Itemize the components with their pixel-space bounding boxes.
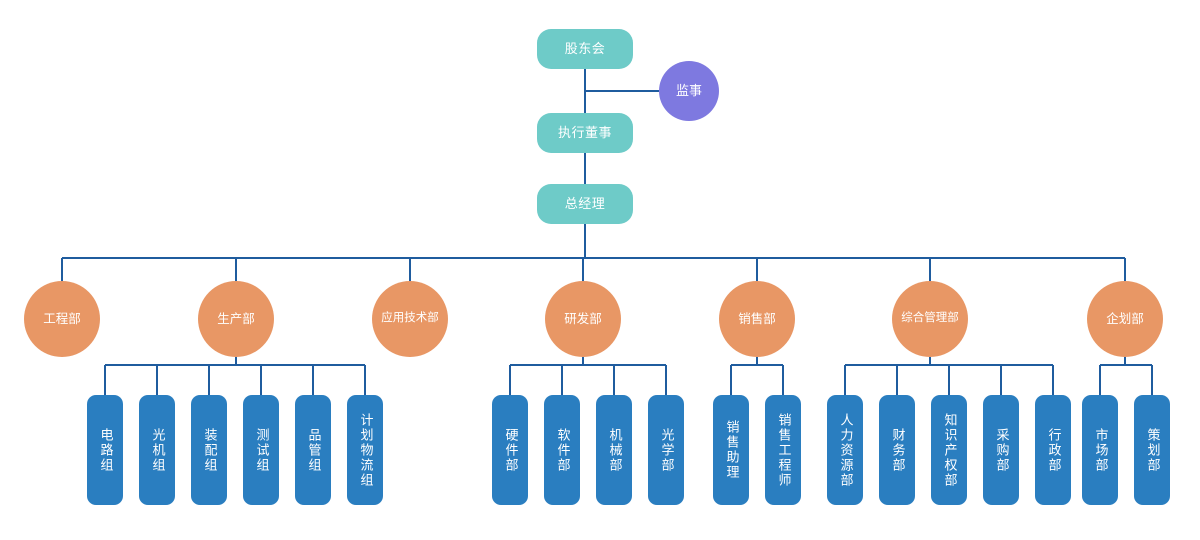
- node-department-general-management[interactable]: 综合管理部: [892, 281, 968, 357]
- node-unit-marketing-dept[interactable]: 市场部: [1082, 395, 1118, 505]
- node-department-rnd-label: 研发部: [564, 311, 602, 326]
- node-unit-finance-dept-label: 财务部: [890, 427, 906, 473]
- node-shareholders[interactable]: 股东会: [537, 29, 633, 69]
- node-department-engineering[interactable]: 工程部: [24, 281, 100, 357]
- node-department-application-technology-label: 应用技术部: [381, 312, 439, 325]
- node-unit-software-dept[interactable]: 软件部: [544, 395, 580, 505]
- node-executive-director[interactable]: 执行董事: [537, 113, 633, 153]
- node-unit-assembly-group[interactable]: 装配组: [191, 395, 227, 505]
- node-supervisor[interactable]: 监事: [659, 61, 719, 121]
- node-unit-sales-assistant-label: 销售助理: [724, 420, 740, 480]
- node-unit-intellectual-property-dept-label: 知识产权部: [942, 412, 958, 488]
- node-department-planning[interactable]: 企划部: [1087, 281, 1163, 357]
- node-unit-hardware-dept[interactable]: 硬件部: [492, 395, 528, 505]
- node-unit-sales-engineer[interactable]: 销售工程师: [765, 395, 801, 505]
- node-unit-sales-engineer-label: 销售工程师: [776, 412, 792, 488]
- node-unit-human-resources-dept[interactable]: 人力资源部: [827, 395, 863, 505]
- node-unit-optomechanical-group-label: 光机组: [150, 427, 166, 473]
- node-unit-testing-group[interactable]: 测试组: [243, 395, 279, 505]
- node-unit-optomechanical-group[interactable]: 光机组: [139, 395, 175, 505]
- node-executive-director-label: 执行董事: [557, 124, 612, 140]
- node-unit-optics-dept-label: 光学部: [659, 427, 675, 473]
- node-unit-administration-dept-label: 行政部: [1046, 427, 1062, 473]
- node-unit-circuit-group[interactable]: 电路组: [87, 395, 123, 505]
- node-department-planning-label: 企划部: [1106, 311, 1144, 326]
- node-department-rnd[interactable]: 研发部: [545, 281, 621, 357]
- node-unit-procurement-dept[interactable]: 采购部: [983, 395, 1019, 505]
- node-unit-software-dept-label: 软件部: [555, 427, 571, 473]
- node-unit-procurement-dept-label: 采购部: [994, 427, 1010, 473]
- node-unit-circuit-group-label: 电路组: [98, 427, 114, 473]
- node-unit-mechanical-dept-label: 机械部: [607, 427, 623, 473]
- node-unit-administration-dept[interactable]: 行政部: [1035, 395, 1071, 505]
- node-department-sales-label: 销售部: [738, 311, 776, 326]
- node-unit-quality-group-label: 品管组: [306, 427, 322, 473]
- node-unit-mechanical-dept[interactable]: 机械部: [596, 395, 632, 505]
- node-shareholders-label: 股东会: [564, 40, 606, 56]
- node-department-production[interactable]: 生产部: [198, 281, 274, 357]
- node-department-general-management-label: 综合管理部: [901, 312, 959, 325]
- node-unit-quality-group[interactable]: 品管组: [295, 395, 331, 505]
- node-unit-assembly-group-label: 装配组: [202, 427, 218, 473]
- node-department-engineering-label: 工程部: [43, 311, 81, 326]
- node-department-sales[interactable]: 销售部: [719, 281, 795, 357]
- node-department-application-technology[interactable]: 应用技术部: [372, 281, 448, 357]
- node-unit-human-resources-dept-label: 人力资源部: [838, 412, 854, 488]
- node-unit-strategy-dept-label: 策划部: [1145, 427, 1161, 473]
- node-general-manager-label: 总经理: [564, 195, 606, 211]
- node-supervisor-label: 监事: [675, 82, 702, 98]
- node-department-production-label: 生产部: [217, 311, 255, 326]
- node-unit-optics-dept[interactable]: 光学部: [648, 395, 684, 505]
- node-general-manager[interactable]: 总经理: [537, 184, 633, 224]
- node-unit-hardware-dept-label: 硬件部: [503, 427, 519, 473]
- node-unit-planning-logistics-group-label: 计划物流组: [358, 412, 374, 488]
- node-unit-finance-dept[interactable]: 财务部: [879, 395, 915, 505]
- node-unit-testing-group-label: 测试组: [254, 427, 270, 473]
- node-unit-planning-logistics-group[interactable]: 计划物流组: [347, 395, 383, 505]
- node-unit-sales-assistant[interactable]: 销售助理: [713, 395, 749, 505]
- node-unit-marketing-dept-label: 市场部: [1093, 427, 1109, 473]
- node-unit-intellectual-property-dept[interactable]: 知识产权部: [931, 395, 967, 505]
- node-unit-strategy-dept[interactable]: 策划部: [1134, 395, 1170, 505]
